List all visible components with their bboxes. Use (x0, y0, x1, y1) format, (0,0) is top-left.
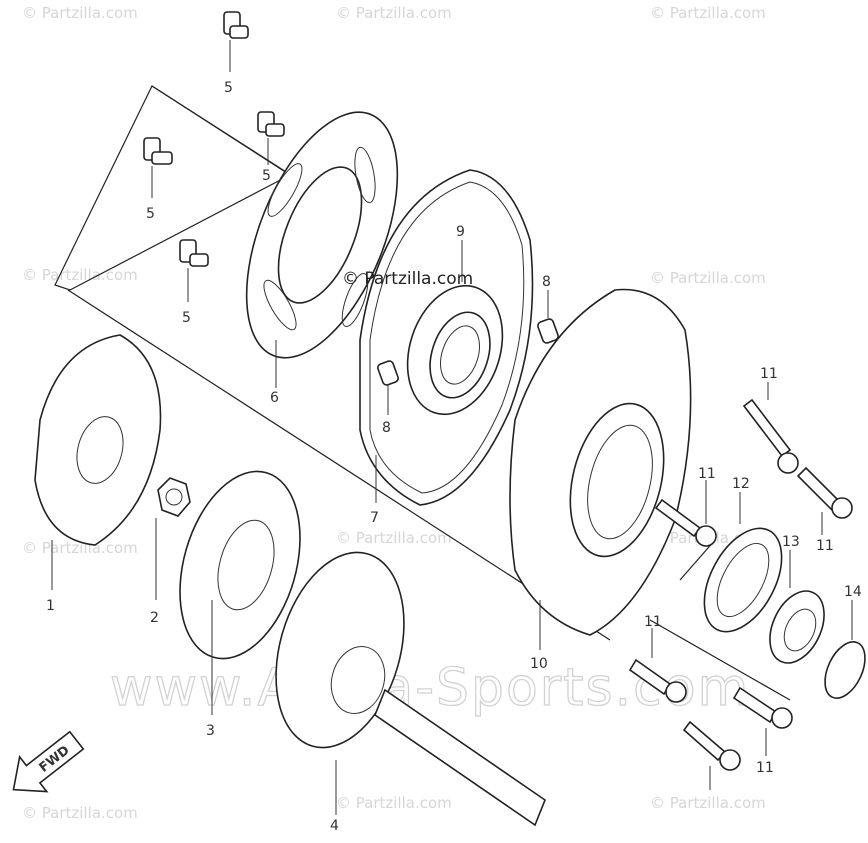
part-plate-6 (245, 111, 399, 359)
watermark-corner: © Partzilla.com (650, 4, 766, 22)
callout-12: 12 (732, 476, 750, 492)
watermark-corner: © Partzilla.com (22, 4, 138, 22)
alignment-line (679, 539, 716, 581)
part-dowel-8 (377, 360, 399, 386)
part-oring-14 (824, 641, 866, 699)
watermark-corner: © Partzilla.com (22, 266, 138, 284)
part-bolt-11 (682, 720, 741, 771)
part-shaft-4 (275, 551, 546, 827)
forward-arrow-icon: FWD (12, 730, 85, 793)
callout-8: 8 (542, 274, 551, 290)
callout-7: 7 (370, 510, 379, 526)
watermark-center: © Partzilla.com (342, 269, 473, 289)
callout-6: 6 (270, 390, 279, 406)
watermark-corner: © Partzilla.com (650, 794, 766, 812)
watermark-corner: © Partzilla.com (336, 4, 452, 22)
part-bolt-5 (143, 137, 173, 165)
callout-14: 14 (844, 584, 862, 600)
part-bolt-11 (796, 466, 853, 519)
watermark-layer: © Partzilla.com © Partzilla.com © Partzi… (22, 4, 766, 822)
callout-10: 10 (530, 656, 548, 672)
callout-5: 5 (182, 310, 191, 326)
part-housing-10 (509, 288, 692, 636)
callout-3: 3 (206, 723, 215, 739)
watermark-corner: © Partzilla.com (22, 804, 138, 822)
part-damper-3 (179, 470, 301, 660)
part-bolt-11 (654, 498, 717, 547)
callout-13: 13 (782, 534, 800, 550)
part-dowel-8 (537, 318, 559, 344)
part-bolt-5 (179, 239, 209, 267)
part-bolt-5 (223, 11, 249, 39)
group-outline-bottom (67, 289, 611, 641)
group-outline-edge (151, 85, 295, 178)
callout-4: 4 (330, 818, 339, 834)
watermark-corner: © Partzilla.com (22, 539, 138, 557)
part-hub-1 (34, 334, 162, 546)
leader-lines (51, 40, 853, 815)
part-bearing-9 (406, 284, 504, 416)
callout-11: 11 (816, 538, 834, 554)
callout-5: 5 (146, 206, 155, 222)
alignment-line (649, 619, 791, 701)
watermark-corner: © Partzilla.com (336, 794, 452, 812)
part-bolt-11 (742, 398, 799, 474)
part-bolt-5 (257, 111, 285, 137)
part-nut-2 (157, 477, 191, 517)
callout-1: 1 (46, 598, 55, 614)
watermark-corner: © Partzilla.com (650, 269, 766, 287)
callout-8: 8 (382, 420, 391, 436)
callout-5: 5 (262, 168, 271, 184)
callout-9: 9 (456, 224, 465, 240)
callout-11: 11 (698, 466, 716, 482)
part-bearing-13 (769, 590, 825, 664)
part-seal-12 (703, 527, 783, 633)
part-bolt-11 (628, 658, 687, 703)
callouts: 1 2 3 4 5 5 5 5 6 7 8 8 9 10 11 11 11 11… (46, 80, 862, 834)
callout-2: 2 (150, 610, 159, 626)
callout-11: 11 (760, 366, 778, 382)
callout-5: 5 (224, 80, 233, 96)
watermark-corner: © Partzilla.com (336, 529, 452, 547)
callout-11: 11 (644, 614, 662, 630)
callout-11: 11 (756, 760, 774, 776)
part-bolt-11 (732, 686, 793, 729)
